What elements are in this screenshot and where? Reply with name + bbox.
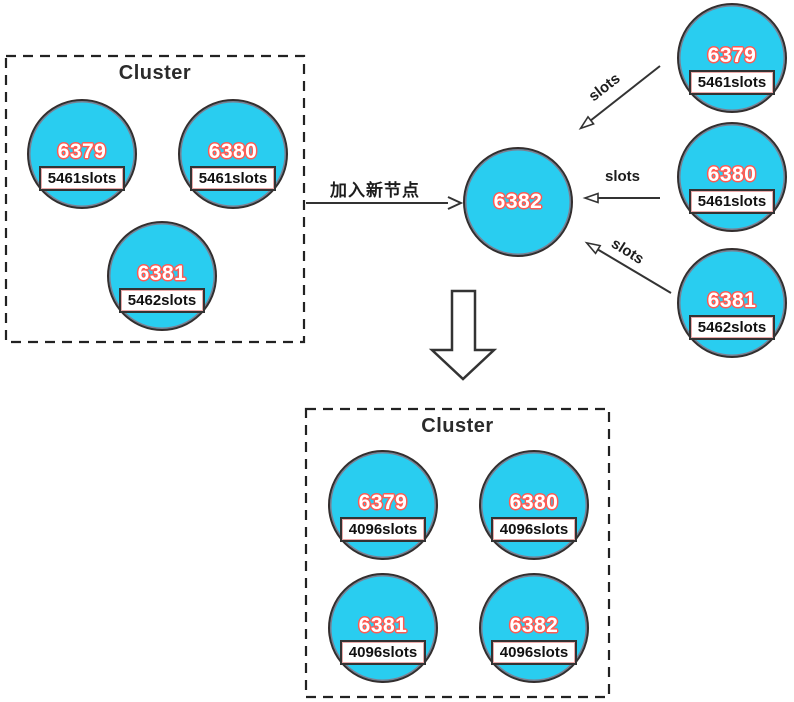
node-slots-badge: 5461slots [688, 188, 776, 214]
node-slots-badge: 5461slots [189, 165, 277, 191]
node-slots-badge: 5462slots [688, 314, 776, 340]
node-slots-badge: 4096slots [339, 639, 427, 665]
slots-arrow-from-6379 [590, 65, 661, 121]
node-after-6380: 6380 4096slots [479, 450, 589, 560]
node-id: 6382 [509, 613, 559, 637]
node-before-6381: 6381 5462slots [107, 221, 217, 331]
before-cluster-dashed-box [4, 54, 306, 344]
node-source-6379: 6379 5461slots [677, 3, 787, 113]
node-id: 6381 [358, 613, 408, 637]
node-new-6382: 6382 [463, 147, 573, 257]
node-slots-badge: 5461slots [38, 165, 126, 191]
node-before-6380: 6380 5461slots [178, 99, 288, 209]
slots-arrow-from-6381 [597, 249, 672, 294]
before-cluster-title: Cluster [118, 62, 192, 84]
node-slots-badge: 4096slots [339, 516, 427, 542]
node-id: 6379 [358, 490, 408, 514]
node-id: 6380 [509, 490, 559, 514]
node-id: 6381 [137, 261, 187, 285]
slots-arrow-label-6380: slots [605, 168, 641, 185]
after-cluster-title: Cluster [421, 415, 494, 437]
node-after-6381: 6381 4096slots [328, 573, 438, 683]
node-id: 6379 [707, 43, 757, 67]
node-source-6381: 6381 5462slots [677, 248, 787, 358]
node-id: 6379 [57, 139, 107, 163]
node-slots-badge: 5462slots [118, 287, 206, 313]
node-slots-badge: 5461slots [688, 69, 776, 95]
join-new-node-label: 加入新节点 [330, 181, 420, 200]
node-slots-badge: 4096slots [490, 639, 578, 665]
node-source-6380: 6380 5461slots [677, 122, 787, 232]
node-before-6379: 6379 5461slots [27, 99, 137, 209]
node-after-6379: 6379 4096slots [328, 450, 438, 560]
node-id: 6380 [707, 162, 757, 186]
after-cluster-dashed-box [304, 407, 611, 699]
node-slots-badge: 4096slots [490, 516, 578, 542]
big-down-arrow [428, 289, 498, 381]
node-id: 6380 [208, 139, 258, 163]
node-id: 6381 [707, 288, 757, 312]
node-after-6382: 6382 4096slots [479, 573, 589, 683]
node-id: 6382 [493, 190, 543, 213]
